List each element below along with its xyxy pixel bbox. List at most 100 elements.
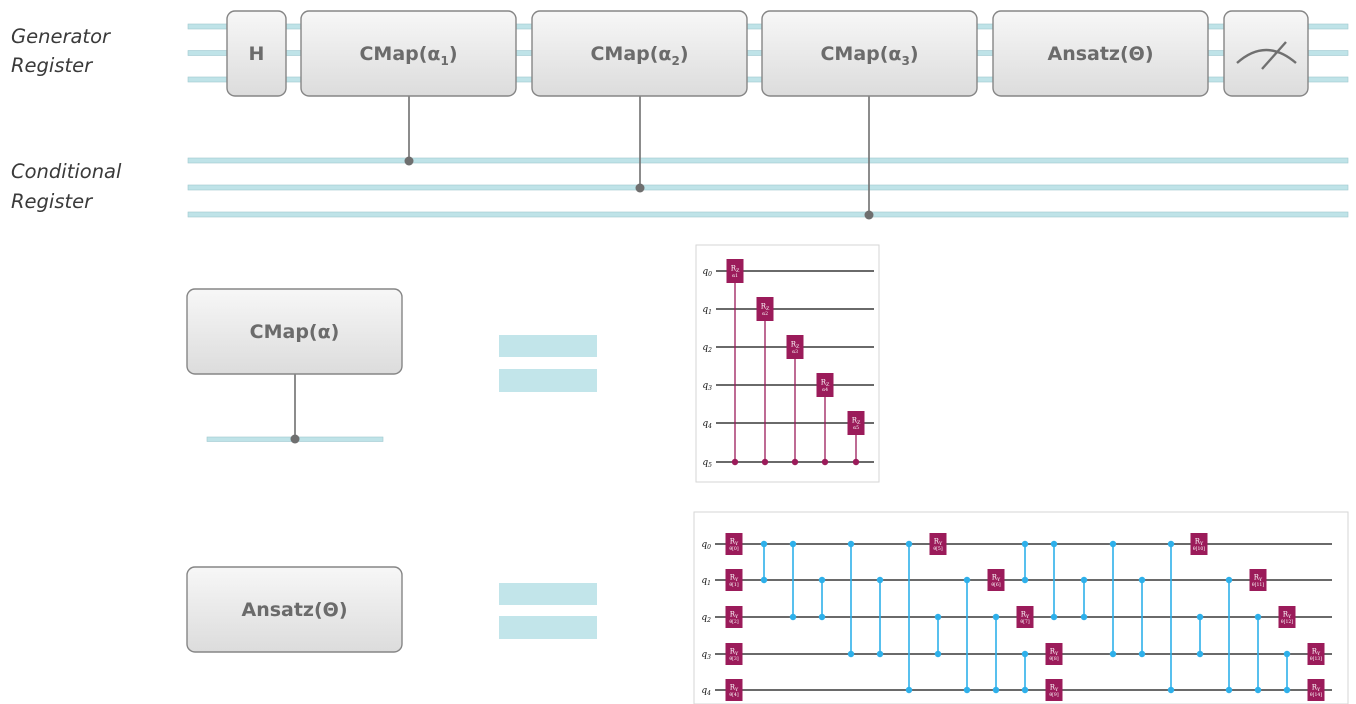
gate-parameter: θ[1]	[729, 582, 738, 588]
rotation-gate: RYθ[4]	[725, 679, 743, 701]
gate-parameter: θ[12]	[1281, 619, 1293, 625]
cz-dot	[760, 576, 768, 584]
cz-dot	[1225, 576, 1233, 584]
qubit-label: q5	[702, 458, 712, 469]
gate-symbol: RY	[1283, 611, 1292, 621]
gate-symbol: RZ	[852, 417, 861, 427]
gate-symbol: RY	[934, 538, 943, 548]
cz-gate	[963, 576, 971, 694]
cz-dot	[1138, 650, 1146, 658]
cz-gate	[934, 613, 942, 658]
control-dot	[852, 458, 860, 466]
gate-parameter: θ[14]	[1310, 692, 1322, 698]
qubit-label: q4	[701, 686, 711, 697]
gate-symbol: RY	[1021, 611, 1030, 621]
cz-gate	[1021, 650, 1029, 694]
rotation-gate: RYθ[8]	[1045, 643, 1063, 665]
svg-text:Ansatz(Θ): Ansatz(Θ)	[1047, 43, 1153, 65]
cz-gate	[1109, 540, 1117, 658]
conditional-wires	[187, 157, 1349, 218]
gate-parameter: θ[0]	[729, 546, 738, 552]
cz-dot	[963, 576, 971, 584]
rotation-gate: RYθ[1]	[725, 569, 743, 591]
rotation-gate: RYθ[0]	[725, 533, 743, 555]
cz-dot	[1283, 686, 1291, 694]
cz-dot	[818, 613, 826, 621]
cz-gate	[876, 576, 884, 658]
cz-gate	[818, 576, 826, 621]
rotation-gate: RYθ[13]	[1307, 643, 1325, 665]
generator-register-label: Generator Register	[11, 25, 116, 77]
cz-dot	[789, 613, 797, 621]
qubit-label: q0	[701, 540, 711, 551]
control-dot	[821, 458, 829, 466]
cz-gate	[847, 540, 855, 658]
cz-gate	[760, 540, 768, 584]
cz-dot	[1080, 576, 1088, 584]
svg-text:Ansatz(Θ): Ansatz(Θ)	[241, 599, 347, 621]
cz-gate	[1050, 540, 1058, 621]
cz-dot	[1138, 576, 1146, 584]
cmap-definition: CMap(α)	[186, 288, 403, 444]
cz-dot	[876, 576, 884, 584]
gate-parameter: α3	[792, 349, 798, 355]
gate-symbol: RY	[1254, 574, 1263, 584]
qubit-label: q1	[702, 305, 712, 316]
cz-gate	[789, 540, 797, 621]
svg-text:CMap(α): CMap(α)	[250, 321, 340, 343]
qubit-label: q3	[702, 381, 712, 392]
cz-dot	[1196, 613, 1204, 621]
ry-circuit-panel: q0q1q2q3q4RYθ[0]RYθ[1]RYθ[2]RYθ[3]RYθ[4]…	[693, 511, 1349, 704]
gate-parameter: α5	[853, 425, 859, 431]
equals-sign-1	[499, 335, 597, 392]
control-dot	[791, 458, 799, 466]
cz-dot	[934, 613, 942, 621]
cz-gate	[1254, 613, 1262, 694]
cz-dot	[1196, 650, 1204, 658]
gate-parameter: θ[2]	[729, 619, 738, 625]
cz-dot	[760, 540, 768, 548]
qubit-label: q2	[701, 613, 711, 624]
cz-dot	[1050, 613, 1058, 621]
cz-dot	[992, 613, 1000, 621]
rotation-gate: RYθ[2]	[725, 606, 743, 628]
cz-dot	[1283, 650, 1291, 658]
cz-gate	[905, 540, 913, 694]
cz-dot	[1080, 613, 1088, 621]
gate-symbol: RY	[730, 611, 739, 621]
cz-dot	[1021, 686, 1029, 694]
cz-dot	[905, 540, 913, 548]
rotation-gate: RYθ[11]	[1249, 569, 1267, 591]
measurement-gate	[1223, 10, 1309, 97]
svg-text:CMap(α2): CMap(α2)	[590, 43, 688, 68]
cz-dot	[876, 650, 884, 658]
gate-symbol: RY	[730, 538, 739, 548]
control-dot	[761, 458, 769, 466]
qubit-label: q2	[702, 343, 712, 354]
cz-gate	[1283, 650, 1291, 694]
svg-text:CMap(α3): CMap(α3)	[820, 43, 918, 68]
cz-dot	[1021, 650, 1029, 658]
cz-dot	[1021, 576, 1029, 584]
gate-symbol: RZ	[761, 303, 770, 313]
cz-gate	[1196, 613, 1204, 658]
gate-parameter: θ[10]	[1193, 546, 1205, 552]
gate-symbol: RY	[730, 648, 739, 658]
svg-text:H: H	[249, 43, 265, 65]
gate-parameter: θ[8]	[1049, 656, 1058, 662]
gate-parameter: θ[3]	[729, 656, 738, 662]
gate-parameter: θ[4]	[729, 692, 738, 698]
gate-symbol: RY	[1050, 684, 1059, 694]
gate-parameter: α4	[822, 387, 828, 393]
cz-dot	[1021, 540, 1029, 548]
cz-dot	[1109, 540, 1117, 548]
gate-symbol: RY	[1312, 648, 1321, 658]
cz-dot	[1254, 686, 1262, 694]
rotation-gate: RYθ[12]	[1278, 606, 1296, 628]
gate-parameter: θ[7]	[1020, 619, 1029, 625]
